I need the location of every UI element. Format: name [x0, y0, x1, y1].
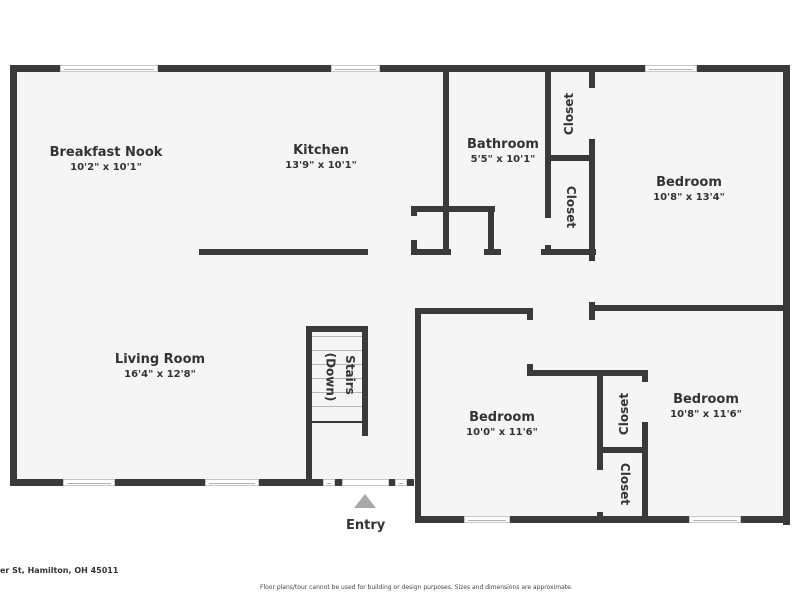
- window-entry-left: [323, 479, 335, 486]
- wall-bedroom1-left-top: [589, 70, 595, 88]
- stairs-label: Stairs: [342, 355, 357, 395]
- room-name: Living Room: [114, 352, 206, 367]
- stair-step: [312, 336, 362, 337]
- wall-closet-divider: [545, 155, 595, 161]
- wall-bedroom2-right: [597, 370, 603, 470]
- room-breakfast-nook: Breakfast Nook 10'2" x 10'1": [50, 145, 163, 174]
- wall-pantry-top: [411, 206, 495, 212]
- wall-stairs-right: [362, 326, 368, 436]
- wall-bedroom1-left-mid: [589, 139, 595, 261]
- room-living-room: Living Room 16'4" x 12'8": [115, 352, 205, 381]
- room-dimensions: 16'4" x 12'8": [124, 369, 196, 380]
- stair-step: [312, 406, 362, 407]
- wall-bedroom3-left: [642, 422, 648, 522]
- wall-stairs-left: [306, 326, 312, 486]
- entry-arrow-icon: [354, 494, 376, 508]
- wall-bedroom2-step: [527, 370, 648, 376]
- window-living-1: [63, 479, 115, 486]
- wall-bedroom1-bottom: [589, 305, 789, 311]
- stair-step: [312, 392, 362, 393]
- room-name: Breakfast Nook: [49, 145, 163, 160]
- room-name: Bedroom: [656, 175, 722, 190]
- closet-label-2: Closet: [564, 185, 579, 229]
- room-bedroom-1: Bedroom 10'8" x 13'4": [653, 175, 725, 204]
- stair-step: [312, 378, 362, 379]
- wall-bathroom-left: [443, 70, 449, 255]
- kitchen-counter-wall: [199, 249, 368, 255]
- room-dimensions: 10'8" x 11'6": [670, 409, 742, 420]
- room-dimensions: 10'0" x 11'6": [466, 427, 538, 438]
- room-dimensions: 13'9" x 10'1": [285, 160, 357, 171]
- room-name: Bedroom: [469, 410, 535, 425]
- wall-bath-bottom-mid: [484, 249, 501, 255]
- window-kitchen: [331, 65, 380, 72]
- wall-bedroom2-notch-top: [527, 308, 533, 320]
- window-living-2: [205, 479, 259, 486]
- room-dimensions: 10'2" x 10'1": [70, 162, 142, 173]
- window-bedroom-1: [645, 65, 697, 72]
- wall-bedroom3-left-top: [642, 370, 648, 382]
- entry-door[interactable]: [342, 479, 389, 486]
- wall-stairs-top: [306, 326, 368, 332]
- wall-bath-bottom-right: [541, 249, 596, 255]
- closet-label-3: Closet: [617, 392, 632, 436]
- wall-closet-left-bottom: [545, 245, 551, 255]
- window-bedroom-2: [464, 516, 510, 523]
- window-bedroom-3: [689, 516, 741, 523]
- room-kitchen: Kitchen 13'9" x 10'1": [285, 143, 357, 172]
- wall-bedroom2-right-bottom: [597, 512, 603, 522]
- wall-pantry-left-top: [411, 206, 417, 216]
- address-text: er St, Hamilton, OH 45011: [0, 566, 119, 575]
- window-nook: [60, 65, 158, 72]
- room-name: Bedroom: [673, 392, 739, 407]
- wall-pantry-right: [488, 206, 494, 255]
- closet-label-1: Closet: [562, 92, 577, 136]
- wall-top: [10, 65, 790, 72]
- wall-bedroom2-top: [415, 308, 533, 314]
- wall-pantry-left-bottom: [411, 240, 417, 255]
- wall-right: [783, 65, 790, 525]
- room-name: Bathroom: [467, 137, 539, 152]
- room-bedroom-3: Bedroom 10'8" x 11'6": [670, 392, 742, 421]
- stair-landing-line: [312, 421, 362, 423]
- wall-closet-mid: [597, 447, 645, 453]
- wall-left: [10, 65, 17, 485]
- room-bedroom-2: Bedroom 10'0" x 11'6": [466, 410, 538, 439]
- room-dimensions: 5'5" x 10'1": [470, 154, 536, 165]
- window-entry-right: [395, 479, 407, 486]
- room-dimensions: 10'8" x 13'4": [653, 192, 725, 203]
- wall-bedroom2-left: [415, 308, 421, 523]
- closet-label-4: Closet: [618, 462, 633, 506]
- stairs-label-down: (Down): [323, 352, 338, 402]
- wall-pantry-bottom: [411, 249, 451, 255]
- stair-step: [312, 350, 362, 351]
- room-name: Kitchen: [293, 143, 349, 158]
- wall-bedroom1-left-bottom: [589, 302, 595, 320]
- room-bathroom: Bathroom 5'5" x 10'1": [467, 137, 539, 166]
- floor-bedroom-2: [418, 310, 788, 520]
- disclaimer-text: Floor plans/tour cannot be used for buil…: [260, 584, 573, 591]
- stair-step: [312, 364, 362, 365]
- entry-label: Entry: [346, 518, 386, 533]
- wall-closet-left: [545, 70, 551, 218]
